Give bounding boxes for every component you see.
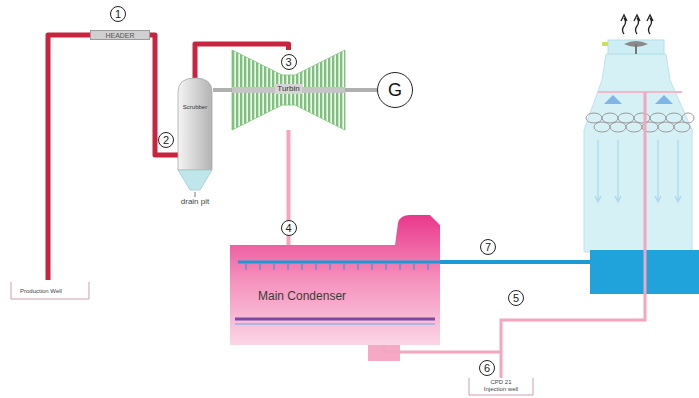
svg-line xyxy=(302,264,303,270)
svg-polygon xyxy=(604,95,622,104)
svg-ellipse xyxy=(610,122,626,132)
svg-line xyxy=(246,264,247,270)
node-text: Scrubber xyxy=(183,104,207,111)
svg-path xyxy=(469,378,533,395)
svg-ellipse xyxy=(618,113,634,123)
callout-number: 3 xyxy=(281,54,297,70)
svg-polygon xyxy=(178,170,212,190)
callout-number: 2 xyxy=(158,132,174,148)
callout-number: 4 xyxy=(281,220,297,236)
node-text: Turbin xyxy=(275,84,301,94)
svg-line xyxy=(428,264,429,270)
scrubber-vessel: Scrubber xyxy=(178,78,212,192)
pipe-connector xyxy=(345,88,377,92)
svg-path xyxy=(178,78,212,170)
svg-ellipse xyxy=(658,122,674,132)
node-text: Injection well xyxy=(484,386,518,393)
svg-ellipse xyxy=(634,113,650,123)
svg-polygon xyxy=(584,54,692,252)
svg-ellipse xyxy=(586,113,602,123)
node-text: CPD 21 xyxy=(490,379,511,386)
svg-path xyxy=(675,140,681,202)
svg-rect xyxy=(602,42,608,46)
svg-rect xyxy=(608,40,664,54)
generator-circle: G xyxy=(377,72,413,108)
callout-number: 1 xyxy=(110,6,126,22)
svg-ellipse xyxy=(666,113,682,123)
svg-path xyxy=(595,140,601,202)
svg-ellipse xyxy=(682,113,694,123)
svg-line xyxy=(235,318,435,321)
scrubber-shape xyxy=(178,78,212,192)
callout-number: 7 xyxy=(480,239,496,255)
svg-line xyxy=(288,264,289,270)
svg-line xyxy=(316,264,317,270)
svg-line xyxy=(358,264,359,270)
svg-line xyxy=(635,44,637,54)
svg-line xyxy=(274,264,275,270)
svg-line xyxy=(330,264,331,270)
svg-ellipse xyxy=(626,122,642,132)
svg-line xyxy=(195,192,196,197)
svg-path xyxy=(634,15,640,34)
svg-ellipse xyxy=(650,113,666,123)
svg-line xyxy=(400,264,401,270)
node-text: HEADER xyxy=(105,32,134,40)
part-label: drain pit xyxy=(181,197,209,207)
svg-path xyxy=(11,282,89,299)
pipe-connector xyxy=(48,35,90,280)
svg-path xyxy=(655,140,661,202)
node-text: Main Condenser xyxy=(258,289,346,303)
pipe-connector xyxy=(384,345,501,378)
header-box: HEADER xyxy=(90,30,150,40)
pipe-connector xyxy=(150,35,178,155)
svg-ellipse xyxy=(594,122,610,132)
svg-line xyxy=(344,264,345,270)
svg-ellipse xyxy=(674,122,690,132)
svg-line xyxy=(238,261,440,264)
svg-line xyxy=(438,260,592,264)
svg-ellipse xyxy=(602,113,618,123)
svg-g xyxy=(586,113,694,132)
svg-line xyxy=(598,91,682,93)
svg-line xyxy=(260,264,261,270)
svg-line xyxy=(235,323,435,325)
svg-line xyxy=(386,264,387,270)
svg-path xyxy=(615,140,621,202)
svg-line xyxy=(213,88,233,92)
condenser-box: Main Condenser xyxy=(230,245,440,345)
svg-polygon xyxy=(232,50,345,130)
svg-path xyxy=(230,215,440,345)
node-text: G xyxy=(388,79,402,101)
callout-number: 5 xyxy=(508,290,524,306)
svg-path xyxy=(647,15,653,34)
production-well: Production Well xyxy=(10,280,90,300)
svg-polyline xyxy=(501,92,645,352)
svg-g xyxy=(595,140,681,202)
svg-path xyxy=(621,15,627,34)
injection-well: CPD 21Injection well xyxy=(468,378,534,396)
callout-number: 6 xyxy=(479,360,495,376)
node-text: Production Well xyxy=(20,288,62,295)
svg-line xyxy=(372,264,373,270)
svg-polygon xyxy=(655,95,673,104)
svg-polygon xyxy=(232,50,345,130)
svg-line xyxy=(414,264,415,270)
